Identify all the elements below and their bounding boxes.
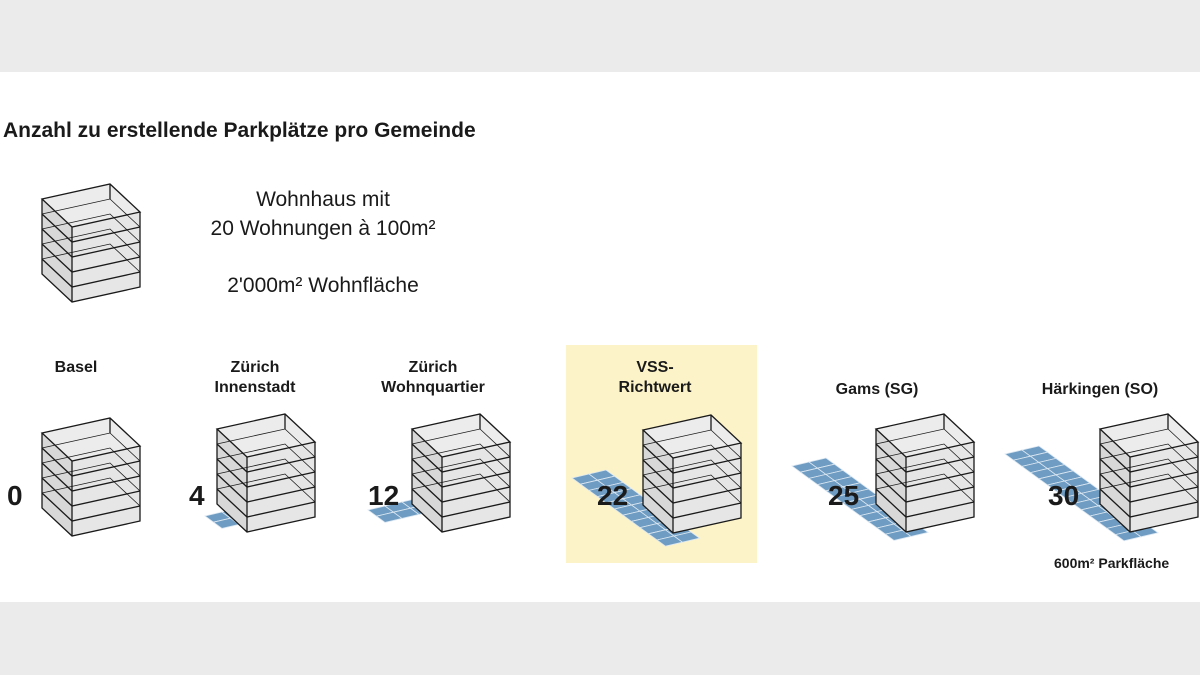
value-haerkingen: 30 — [1048, 480, 1080, 511]
parking-area-note: 600m² Parkfläche — [1054, 555, 1170, 571]
building-haerkingen — [1098, 413, 1200, 533]
value-basel: 0 — [7, 480, 23, 511]
value-zurich-innenstadt: 4 — [189, 480, 205, 511]
building-icon-intro — [40, 183, 142, 303]
label-line: Zürich — [230, 359, 280, 376]
value-vss: 22 — [597, 480, 629, 511]
building-vss — [641, 414, 743, 534]
page-title: Anzahl zu erstellende Parkplätze pro Gem… — [3, 119, 476, 142]
intro-line2: 20 Wohnungen à 100m² — [210, 217, 436, 240]
label-basel: Basel — [54, 359, 98, 376]
label-gams: Gams (SG) — [835, 381, 919, 398]
label-line: Innenstadt — [214, 379, 296, 396]
label-vss: VSS- Richtwert — [555, 358, 755, 398]
illustrations — [40, 183, 1200, 547]
intro-line1: Wohnhaus mit — [256, 188, 390, 211]
label-line: VSS- — [636, 359, 674, 376]
building-basel — [40, 417, 142, 537]
value-zurich-wohnquartier: 12 — [368, 480, 400, 511]
infographic: Anzahl zu erstellende Parkplätze pro Gem… — [0, 72, 1200, 602]
label-haerkingen: Härkingen (SO) — [1041, 381, 1159, 398]
value-gams: 25 — [828, 480, 860, 511]
label-line: Zürich — [408, 359, 458, 376]
intro-line3: 2'000m² Wohnfläche — [227, 274, 419, 297]
label-line: Richtwert — [618, 379, 692, 396]
parking-space — [673, 531, 701, 543]
building-gams — [874, 413, 976, 533]
building-zurich-innenstadt — [215, 413, 317, 533]
label-line: Wohnquartier — [381, 379, 485, 396]
building-zurich-wohnquartier — [410, 413, 512, 533]
